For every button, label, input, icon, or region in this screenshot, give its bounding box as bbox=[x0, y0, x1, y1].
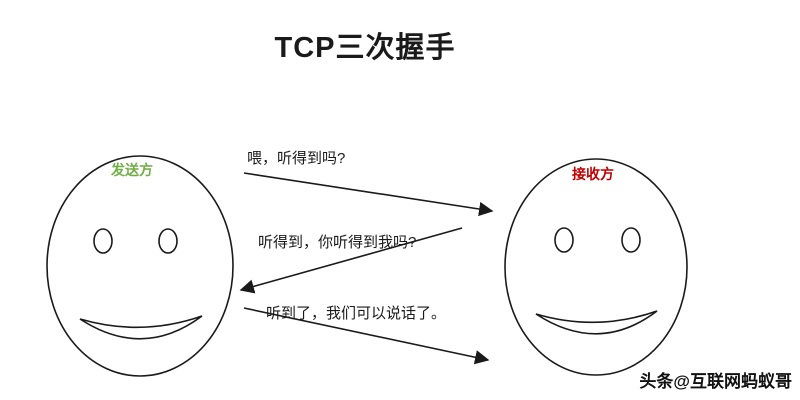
sender-right-eye bbox=[158, 228, 178, 254]
receiver-left-eye bbox=[554, 227, 574, 253]
receiver-label: 接收方 bbox=[572, 166, 614, 182]
message-3: 听到了，我们可以说话了。 bbox=[266, 305, 447, 322]
message-1: 喂，听得到吗? bbox=[247, 150, 346, 167]
receiver-face bbox=[504, 158, 688, 376]
sender-label: 发送方 bbox=[111, 162, 153, 178]
watermark: 头条@互联网蚂蚁哥 bbox=[639, 372, 792, 391]
arrow-ack bbox=[243, 307, 490, 365]
receiver-right-eye bbox=[621, 227, 641, 253]
sender-mouth bbox=[79, 315, 203, 340]
message-2: 听得到，你听得到我吗? bbox=[258, 234, 417, 251]
arrow-syn-ack bbox=[239, 227, 463, 294]
arrow-syn bbox=[243, 172, 494, 217]
receiver-mouth bbox=[535, 310, 658, 335]
sender-face bbox=[46, 155, 234, 377]
sender-left-eye bbox=[93, 228, 113, 254]
page-title: TCP三次握手 bbox=[274, 32, 456, 64]
